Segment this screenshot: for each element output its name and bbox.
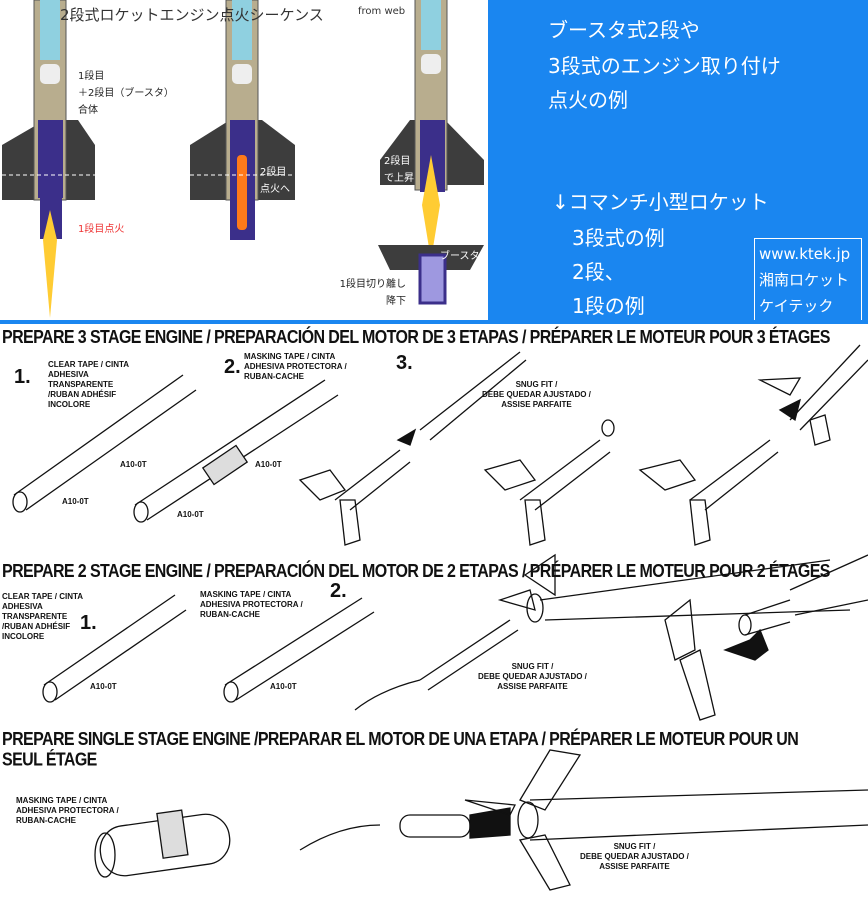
label-separation: 1段目切り離し 降下	[332, 276, 406, 310]
credit-url: www.ktek.jp	[759, 245, 851, 263]
info-line: 1段の例	[572, 294, 645, 318]
label-line: 2段目	[384, 156, 411, 167]
label-line: /RUBAN ADHÉSIF	[48, 390, 117, 399]
label-line: MASKING TAPE / CINTA	[16, 796, 108, 805]
label-combined: 1段目 ＋2段目（ブースタ） 合体	[78, 68, 174, 119]
rocket-3stage-a	[298, 351, 527, 546]
step-number: 1.	[14, 366, 31, 388]
credit-line: 湘南ロケット	[759, 271, 850, 289]
heading-2-stage: PREPARE 2 STAGE ENGINE / PREPARACIÓN DEL…	[2, 562, 830, 582]
label-line: TRANSPARENTE	[48, 380, 114, 389]
label-line: RUBAN-CACHE	[200, 610, 260, 619]
heading-line: SEUL ÉTAGE	[2, 750, 97, 771]
engine-tube-single	[94, 809, 231, 878]
label-booster: ブースタ	[440, 251, 480, 262]
label-line: INCOLORE	[2, 632, 45, 641]
label-line: ASSISE PARFAITE	[497, 682, 568, 691]
step-number: 3.	[396, 352, 413, 374]
engine-tube	[12, 374, 197, 513]
label-line: RUBAN-CACHE	[244, 372, 304, 381]
label-line: ADHESIVA PROTECTORA /	[244, 362, 347, 371]
top-panel: 2段式ロケットエンジン点火シーケンス from web 1段目 ＋2段目（ブース…	[0, 0, 868, 322]
label-line: RUBAN-CACHE	[16, 816, 76, 825]
label-line: DEBE QUEDAR AJUSTADO /	[482, 390, 591, 399]
label-stage1-ignite: 1段目点火	[78, 224, 125, 235]
engine-label: A10-0T	[120, 460, 147, 469]
rocket-2stage-b	[664, 554, 868, 721]
label-line: 2段目	[260, 167, 287, 178]
snug-fit-label: SNUG FIT /DEBE QUEDAR AJUSTADO /ASSISE P…	[478, 662, 587, 692]
info-line: 3段式のエンジン取り付け	[548, 54, 781, 78]
label-line: 点火へ	[260, 184, 290, 195]
info-line: 3段式の例	[572, 226, 665, 250]
label-line: DEBE QUEDAR AJUSTADO /	[478, 672, 587, 681]
engine-tube	[42, 594, 187, 703]
engine-label: A10-0T	[270, 682, 297, 691]
label-line: 合体	[78, 105, 98, 116]
snug-fit-label: SNUG FIT /DEBE QUEDAR AJUSTADO /ASSISE P…	[580, 842, 689, 872]
rocket-sequence-illustration	[2, 0, 484, 318]
label-line: SNUG FIT /	[613, 842, 656, 851]
label-line: DEBE QUEDAR AJUSTADO /	[580, 852, 689, 861]
label-line: SNUG FIT /	[511, 662, 554, 671]
label-line: 1段目切り離し	[339, 279, 406, 290]
label-line: MASKING TAPE / CINTA	[244, 352, 336, 361]
sequence-title: 2段式ロケットエンジン点火シーケンス	[60, 6, 324, 24]
rocket-2stage-a	[354, 553, 851, 711]
label-line: TRANSPARENTE	[2, 612, 68, 621]
info-line: ブースタ式2段や	[548, 18, 700, 42]
rocket-stage2-igniting	[190, 0, 295, 240]
credit-line: ケイテック	[759, 297, 834, 315]
engine-label: A10-0T	[177, 510, 204, 519]
label-line: 降下	[386, 296, 406, 307]
heading-3-stage: PREPARE 3 STAGE ENGINE / PREPARACIÓN DEL…	[2, 328, 830, 348]
snug-fit-label: SNUG FIT /DEBE QUEDAR AJUSTADO /ASSISE P…	[482, 380, 591, 410]
step-number: 1.	[80, 612, 97, 634]
rocket-3stage-b	[483, 419, 615, 546]
label-line: 1段目	[78, 71, 105, 82]
label-line: ADHESIVA	[48, 370, 89, 379]
rocket-combined	[2, 0, 95, 318]
label-line: CLEAR TAPE / CINTA	[48, 360, 130, 369]
label-line: MASKING TAPE / CINTA	[200, 590, 292, 599]
engine-tube	[223, 597, 375, 703]
engine-label: A10-0T	[62, 497, 89, 506]
label-line: で上昇	[384, 173, 414, 184]
rocket-3stage-c	[638, 344, 868, 546]
label-line: ASSISE PARFAITE	[599, 862, 670, 871]
divider	[0, 320, 868, 324]
info-line: 2段、	[572, 260, 625, 284]
label-line: ＋2段目（ブースタ）	[78, 88, 174, 99]
heading-line: PREPARE SINGLE STAGE ENGINE /PREPARAR EL…	[2, 730, 799, 750]
label-line: /RUBAN ADHÉSIF	[2, 622, 71, 631]
rocket-stage2-ascending	[378, 0, 484, 305]
label-line: ASSISE PARFAITE	[501, 400, 572, 409]
engine-label: A10-0T	[90, 682, 117, 691]
label-line: ADHESIVA PROTECTORA /	[16, 806, 119, 815]
source-note: from web	[358, 6, 406, 17]
label-stage2-ascend: 2段目 で上昇	[384, 153, 414, 187]
step-number: 2.	[330, 580, 347, 602]
label-line: ADHESIVA PROTECTORA /	[200, 600, 303, 609]
info-panel: ブースタ式2段や 3段式のエンジン取り付け 点火の例 ↓コマンチ小型ロケット 3…	[488, 0, 868, 322]
heading-single-stage: PREPARE SINGLE STAGE ENGINE /PREPARAR EL…	[2, 730, 799, 771]
step-number: 2.	[224, 356, 241, 378]
ignition-sequence-diagram: 2段式ロケットエンジン点火シーケンス from web 1段目 ＋2段目（ブース…	[0, 0, 488, 322]
label-line: INCOLORE	[48, 400, 91, 409]
engine-tube	[133, 379, 339, 523]
rocket-single	[299, 749, 868, 891]
info-line: ↓コマンチ小型ロケット	[552, 190, 769, 214]
label-line: CLEAR TAPE / CINTA	[2, 592, 84, 601]
info-line: 点火の例	[548, 88, 628, 112]
label-stage2-ignite: 2段目 点火へ	[260, 164, 290, 198]
label-line: ADHESIVA	[2, 602, 43, 611]
label-line: SNUG FIT /	[515, 380, 558, 389]
engine-label: A10-0T	[255, 460, 282, 469]
